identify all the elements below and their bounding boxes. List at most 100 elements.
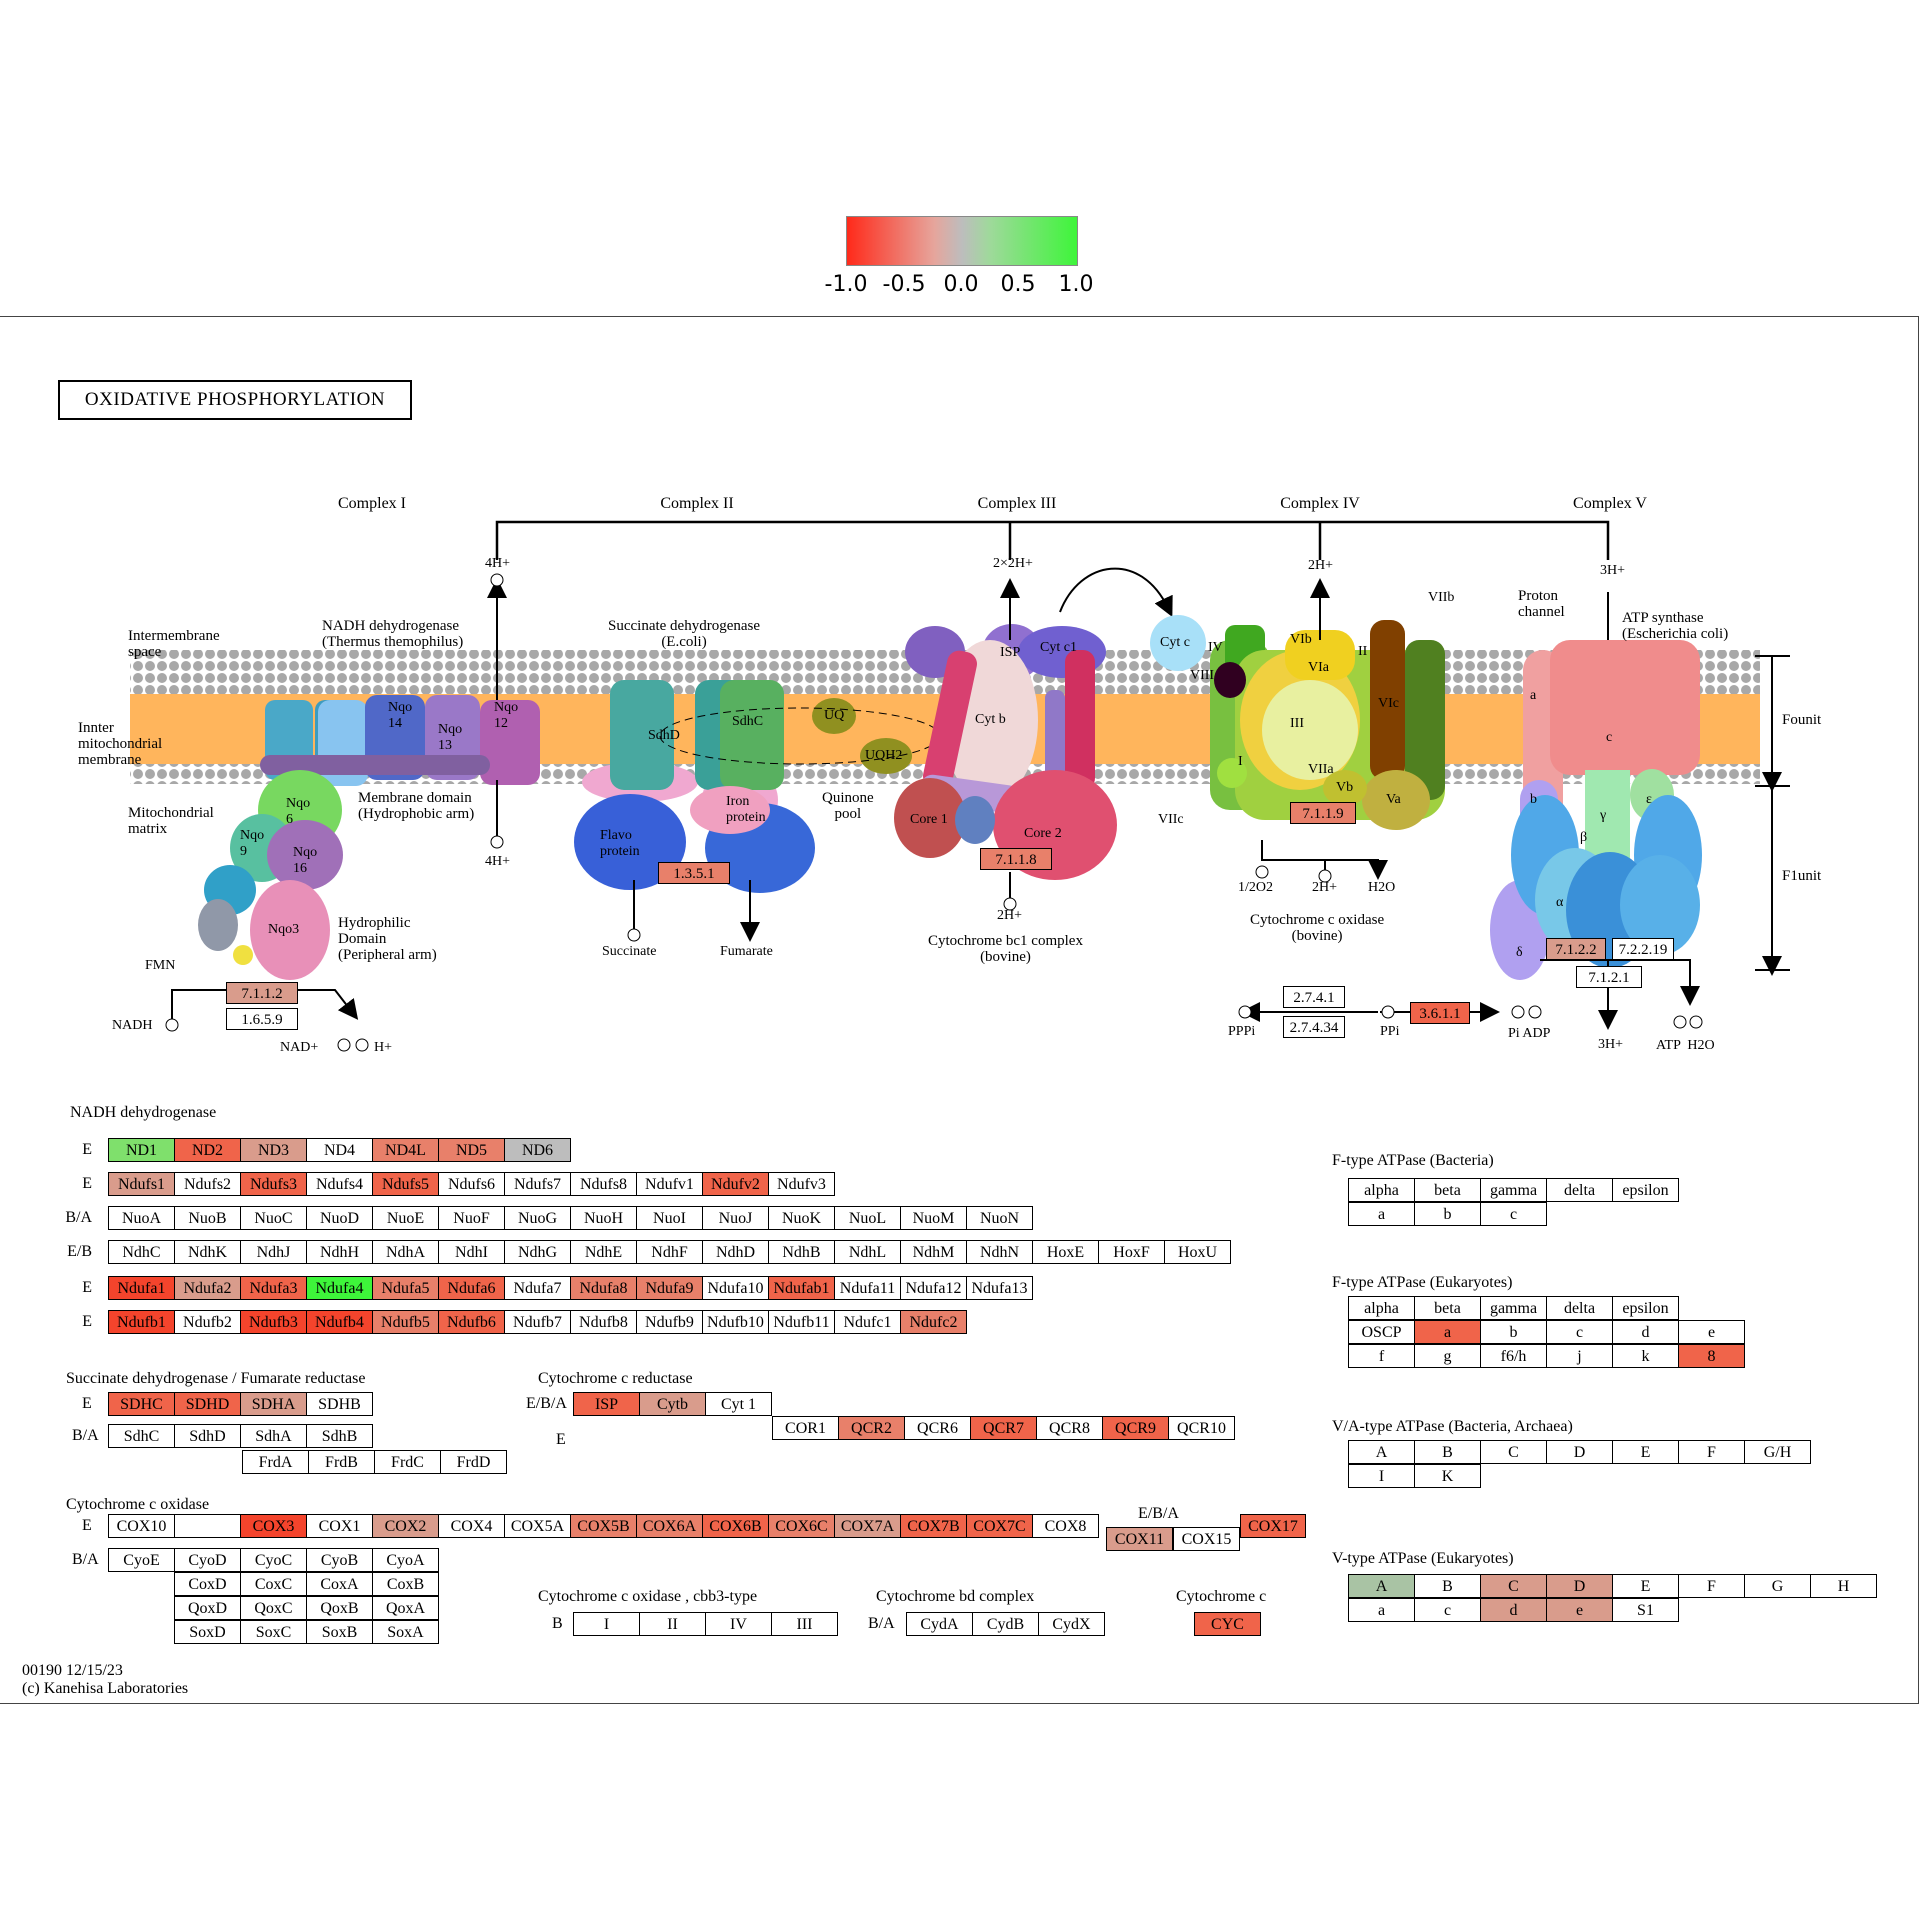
gene-cell[interactable]: Ndufa11 — [834, 1276, 901, 1300]
gene-cell[interactable]: NdhG — [504, 1240, 571, 1264]
gene-cell[interactable]: F — [1678, 1574, 1745, 1598]
gene-cell[interactable]: COX3 — [240, 1514, 307, 1538]
gene-cell[interactable]: NuoN — [966, 1206, 1033, 1230]
gene-cell[interactable]: QCR8 — [1036, 1416, 1103, 1440]
gene-cell[interactable]: NuoD — [306, 1206, 373, 1230]
ec-box[interactable]: 2.7.4.1 — [1283, 986, 1345, 1008]
ec-box[interactable]: 7.2.2.19 — [1612, 938, 1674, 960]
gene-cell[interactable]: SoxA — [372, 1620, 439, 1644]
gene-cell[interactable]: Ndufb5 — [372, 1310, 439, 1334]
gene-cell[interactable]: c — [1546, 1320, 1613, 1344]
gene-cell[interactable]: a — [1348, 1598, 1415, 1622]
gene-cell[interactable]: B — [1414, 1440, 1481, 1464]
gene-cell[interactable]: NuoA — [108, 1206, 175, 1230]
gene-cell[interactable]: Ndufs8 — [570, 1172, 637, 1196]
gene-cell[interactable]: NdhL — [834, 1240, 901, 1264]
gene-cell[interactable]: ND1 — [108, 1138, 175, 1162]
gene-cell[interactable]: HoxF — [1098, 1240, 1165, 1264]
gene-cell[interactable]: Ndufa13 — [966, 1276, 1033, 1300]
gene-cell[interactable]: NdhJ — [240, 1240, 307, 1264]
gene-cell[interactable]: FrdB — [308, 1450, 375, 1474]
gene-cell[interactable]: Ndufa12 — [900, 1276, 967, 1300]
gene-cell[interactable]: COX6C — [768, 1514, 835, 1538]
gene-cell[interactable]: NdhM — [900, 1240, 967, 1264]
gene-cell[interactable]: gamma — [1480, 1296, 1547, 1320]
gene-cell[interactable]: COX7A — [834, 1514, 901, 1538]
gene-cell[interactable]: ND2 — [174, 1138, 241, 1162]
gene-cell[interactable]: A — [1348, 1574, 1415, 1598]
gene-cell[interactable]: G/H — [1744, 1440, 1811, 1464]
gene-cell[interactable]: Ndufb3 — [240, 1310, 307, 1334]
gene-cell[interactable]: K — [1414, 1464, 1481, 1488]
gene-cell[interactable]: Ndufb7 — [504, 1310, 571, 1334]
gene-cell[interactable]: NdhF — [636, 1240, 703, 1264]
gene-cell[interactable]: epsilon — [1612, 1296, 1679, 1320]
gene-cell[interactable]: F — [1678, 1440, 1745, 1464]
gene-cell[interactable]: gamma — [1480, 1178, 1547, 1202]
gene-cell[interactable]: III — [771, 1612, 838, 1636]
gene-cell[interactable]: Ndufa6 — [438, 1276, 505, 1300]
gene-cell[interactable]: j — [1546, 1344, 1613, 1368]
gene-cell[interactable]: d — [1480, 1598, 1547, 1622]
gene-cell[interactable]: D — [1546, 1574, 1613, 1598]
gene-cell[interactable]: SdhD — [174, 1424, 241, 1448]
gene-cell[interactable]: NuoE — [372, 1206, 439, 1230]
gene-cell[interactable]: alpha — [1348, 1178, 1415, 1202]
gene-cell[interactable]: Ndufs4 — [306, 1172, 373, 1196]
gene-cell[interactable]: QCR10 — [1168, 1416, 1235, 1440]
gene-cell[interactable]: c — [1480, 1202, 1547, 1226]
gene-cell[interactable]: COX2 — [372, 1514, 439, 1538]
ec-box[interactable]: 2.7.4.34 — [1283, 1016, 1345, 1038]
gene-cell[interactable]: NdhC — [108, 1240, 175, 1264]
gene-cell[interactable]: D — [1546, 1440, 1613, 1464]
gene-cell[interactable]: COX7C — [966, 1514, 1033, 1538]
gene-cell[interactable]: d — [1612, 1320, 1679, 1344]
gene-cell[interactable]: Ndufa2 — [174, 1276, 241, 1300]
gene-cell[interactable]: II — [639, 1612, 706, 1636]
gene-cell[interactable]: Ndufb4 — [306, 1310, 373, 1334]
gene-cell[interactable]: QCR9 — [1102, 1416, 1169, 1440]
gene-cell[interactable]: SdhA — [240, 1424, 307, 1448]
gene-cell[interactable]: Cyt 1 — [705, 1392, 772, 1416]
gene-cell[interactable]: CYC — [1194, 1612, 1261, 1636]
gene-cell[interactable]: CyoB — [306, 1548, 373, 1572]
gene-cell[interactable]: Ndufv1 — [636, 1172, 703, 1196]
gene-cell[interactable]: k — [1612, 1344, 1679, 1368]
gene-cell[interactable]: SDHD — [174, 1392, 241, 1416]
gene-cell[interactable]: CydX — [1038, 1612, 1105, 1636]
ec-box[interactable]: 1.6.5.9 — [226, 1008, 298, 1030]
gene-cell[interactable]: NdhN — [966, 1240, 1033, 1264]
gene-cell[interactable]: I — [1348, 1464, 1415, 1488]
gene-cell[interactable]: HoxU — [1164, 1240, 1231, 1264]
gene-cell[interactable]: NuoM — [900, 1206, 967, 1230]
gene-cell[interactable]: SoxD — [174, 1620, 241, 1644]
gene-cell[interactable]: Ndufs6 — [438, 1172, 505, 1196]
gene-cell[interactable]: e — [1546, 1598, 1613, 1622]
gene-cell[interactable]: ISP — [573, 1392, 640, 1416]
gene-cell[interactable]: COX10 — [108, 1514, 175, 1538]
gene-cell[interactable]: SDHC — [108, 1392, 175, 1416]
gene-cell[interactable]: Ndufa9 — [636, 1276, 703, 1300]
gene-cell[interactable]: ND4L — [372, 1138, 439, 1162]
gene-cell[interactable]: NuoH — [570, 1206, 637, 1230]
gene-cell[interactable]: NdhI — [438, 1240, 505, 1264]
gene-cell[interactable]: B — [1414, 1574, 1481, 1598]
gene-cell[interactable]: COX15 — [1173, 1527, 1240, 1551]
gene-cell[interactable]: Ndufb9 — [636, 1310, 703, 1334]
gene-cell[interactable]: NdhA — [372, 1240, 439, 1264]
gene-cell[interactable]: b — [1480, 1320, 1547, 1344]
ec-box[interactable]: 1.3.5.1 — [658, 862, 730, 884]
gene-cell[interactable]: NdhB — [768, 1240, 835, 1264]
gene-cell[interactable]: g — [1414, 1344, 1481, 1368]
gene-cell[interactable]: CydA — [906, 1612, 973, 1636]
gene-cell[interactable]: E — [1612, 1574, 1679, 1598]
gene-cell[interactable]: a — [1414, 1320, 1481, 1344]
gene-cell[interactable]: CyoC — [240, 1548, 307, 1572]
gene-cell[interactable]: CoxB — [372, 1572, 439, 1596]
gene-cell[interactable]: Ndufa1 — [108, 1276, 175, 1300]
gene-cell[interactable]: f6/h — [1480, 1344, 1547, 1368]
ec-box[interactable]: 7.1.2.2 — [1546, 938, 1606, 960]
gene-cell[interactable]: Ndufb2 — [174, 1310, 241, 1334]
gene-cell[interactable]: CoxC — [240, 1572, 307, 1596]
gene-cell[interactable]: Ndufb10 — [702, 1310, 769, 1334]
